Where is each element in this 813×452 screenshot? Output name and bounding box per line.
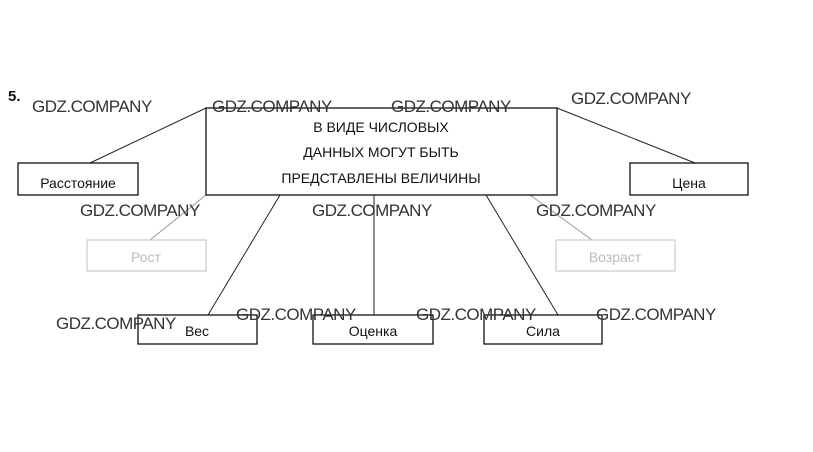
node-grade: Оценка — [349, 323, 398, 339]
node-age: Возраст — [589, 249, 642, 265]
watermark: GDZ.COMPANY — [80, 201, 200, 220]
connector-height — [149, 194, 207, 241]
node-distance-box — [17, 162, 139, 196]
watermark: GDZ.COMPANY — [56, 314, 176, 333]
connector-distance — [89, 107, 207, 164]
node-price-box — [629, 162, 749, 196]
task-number: 5. — [8, 88, 21, 105]
node-age-box — [555, 239, 676, 272]
node-force: Сила — [526, 323, 560, 339]
center-line-3: ПРЕДСТАВЛЕНЫ ВЕЛИЧИНЫ — [281, 170, 480, 186]
node-grade-box — [312, 314, 434, 345]
watermark: GDZ.COMPANY — [416, 305, 536, 324]
connector-force — [485, 194, 559, 316]
center-box — [205, 107, 558, 196]
watermark: GDZ.COMPANY — [312, 201, 432, 220]
connector-price — [556, 107, 696, 164]
node-weight-box — [137, 314, 258, 345]
watermark: GDZ.COMPANY — [391, 97, 511, 116]
center-line-2: ДАННЫХ МОГУТ БЫТЬ — [303, 144, 458, 160]
watermark: GDZ.COMPANY — [32, 97, 152, 116]
node-price: Цена — [672, 175, 706, 191]
watermark: GDZ.COMPANY — [536, 201, 656, 220]
node-height-box — [86, 239, 207, 272]
node-height: Рост — [131, 249, 162, 265]
watermark: GDZ.COMPANY — [596, 305, 716, 324]
connector-age — [529, 194, 593, 241]
center-line-1: В ВИДЕ ЧИСЛОВЫХ — [313, 119, 449, 135]
watermark: GDZ.COMPANY — [236, 305, 356, 324]
watermark: GDZ.COMPANY — [212, 97, 332, 116]
watermark: GDZ.COMPANY — [571, 89, 691, 108]
node-distance: Расстояние — [40, 175, 116, 191]
connector-weight — [207, 194, 281, 316]
node-weight: Вес — [185, 323, 209, 339]
node-force-box — [483, 314, 603, 345]
